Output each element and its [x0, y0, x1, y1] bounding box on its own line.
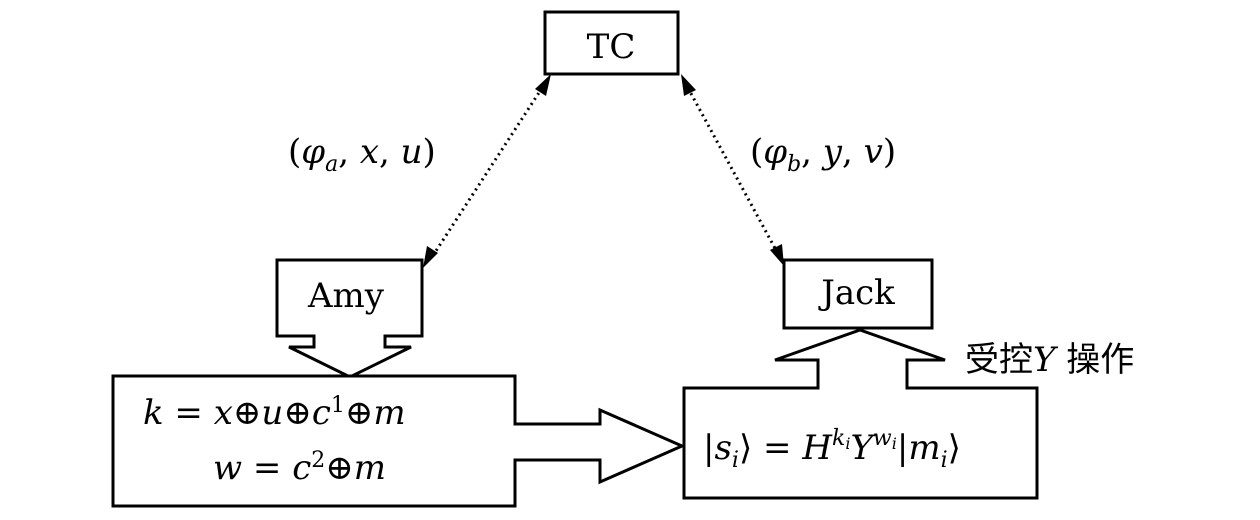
- amy-computation-box: [111, 374, 686, 508]
- jack-node-box: [782, 258, 934, 330]
- controlled-y-label: 受控Y 操作: [965, 340, 1134, 380]
- arrowhead-amy-from-tc: [423, 246, 438, 268]
- jack-result-box: [682, 328, 1039, 500]
- link-tc-amy: [430, 87, 544, 258]
- jack-params-label: (φb, y, v): [750, 132, 896, 177]
- arrowhead-tc-from-jack: [681, 74, 696, 96]
- arrowhead-jack-from-tc: [770, 244, 784, 266]
- link-tc-jack: [686, 87, 779, 253]
- amy-node-box: [275, 258, 424, 379]
- amy-w-formula: w = c2⊕m: [213, 448, 386, 488]
- tc-node-label: TC: [587, 27, 636, 67]
- arrowhead-tc-from-amy: [535, 74, 551, 96]
- jack-node-label: Jack: [818, 273, 895, 313]
- amy-key-formula: k = x⊕u⊕c1⊕m: [143, 393, 406, 433]
- tc-node-box: [543, 10, 680, 76]
- amy-node-label: Amy: [307, 276, 385, 316]
- jack-result-formula: |si⟩ = HkiYwi|mi⟩: [703, 426, 961, 473]
- amy-params-label: (φa, x, u): [288, 132, 436, 177]
